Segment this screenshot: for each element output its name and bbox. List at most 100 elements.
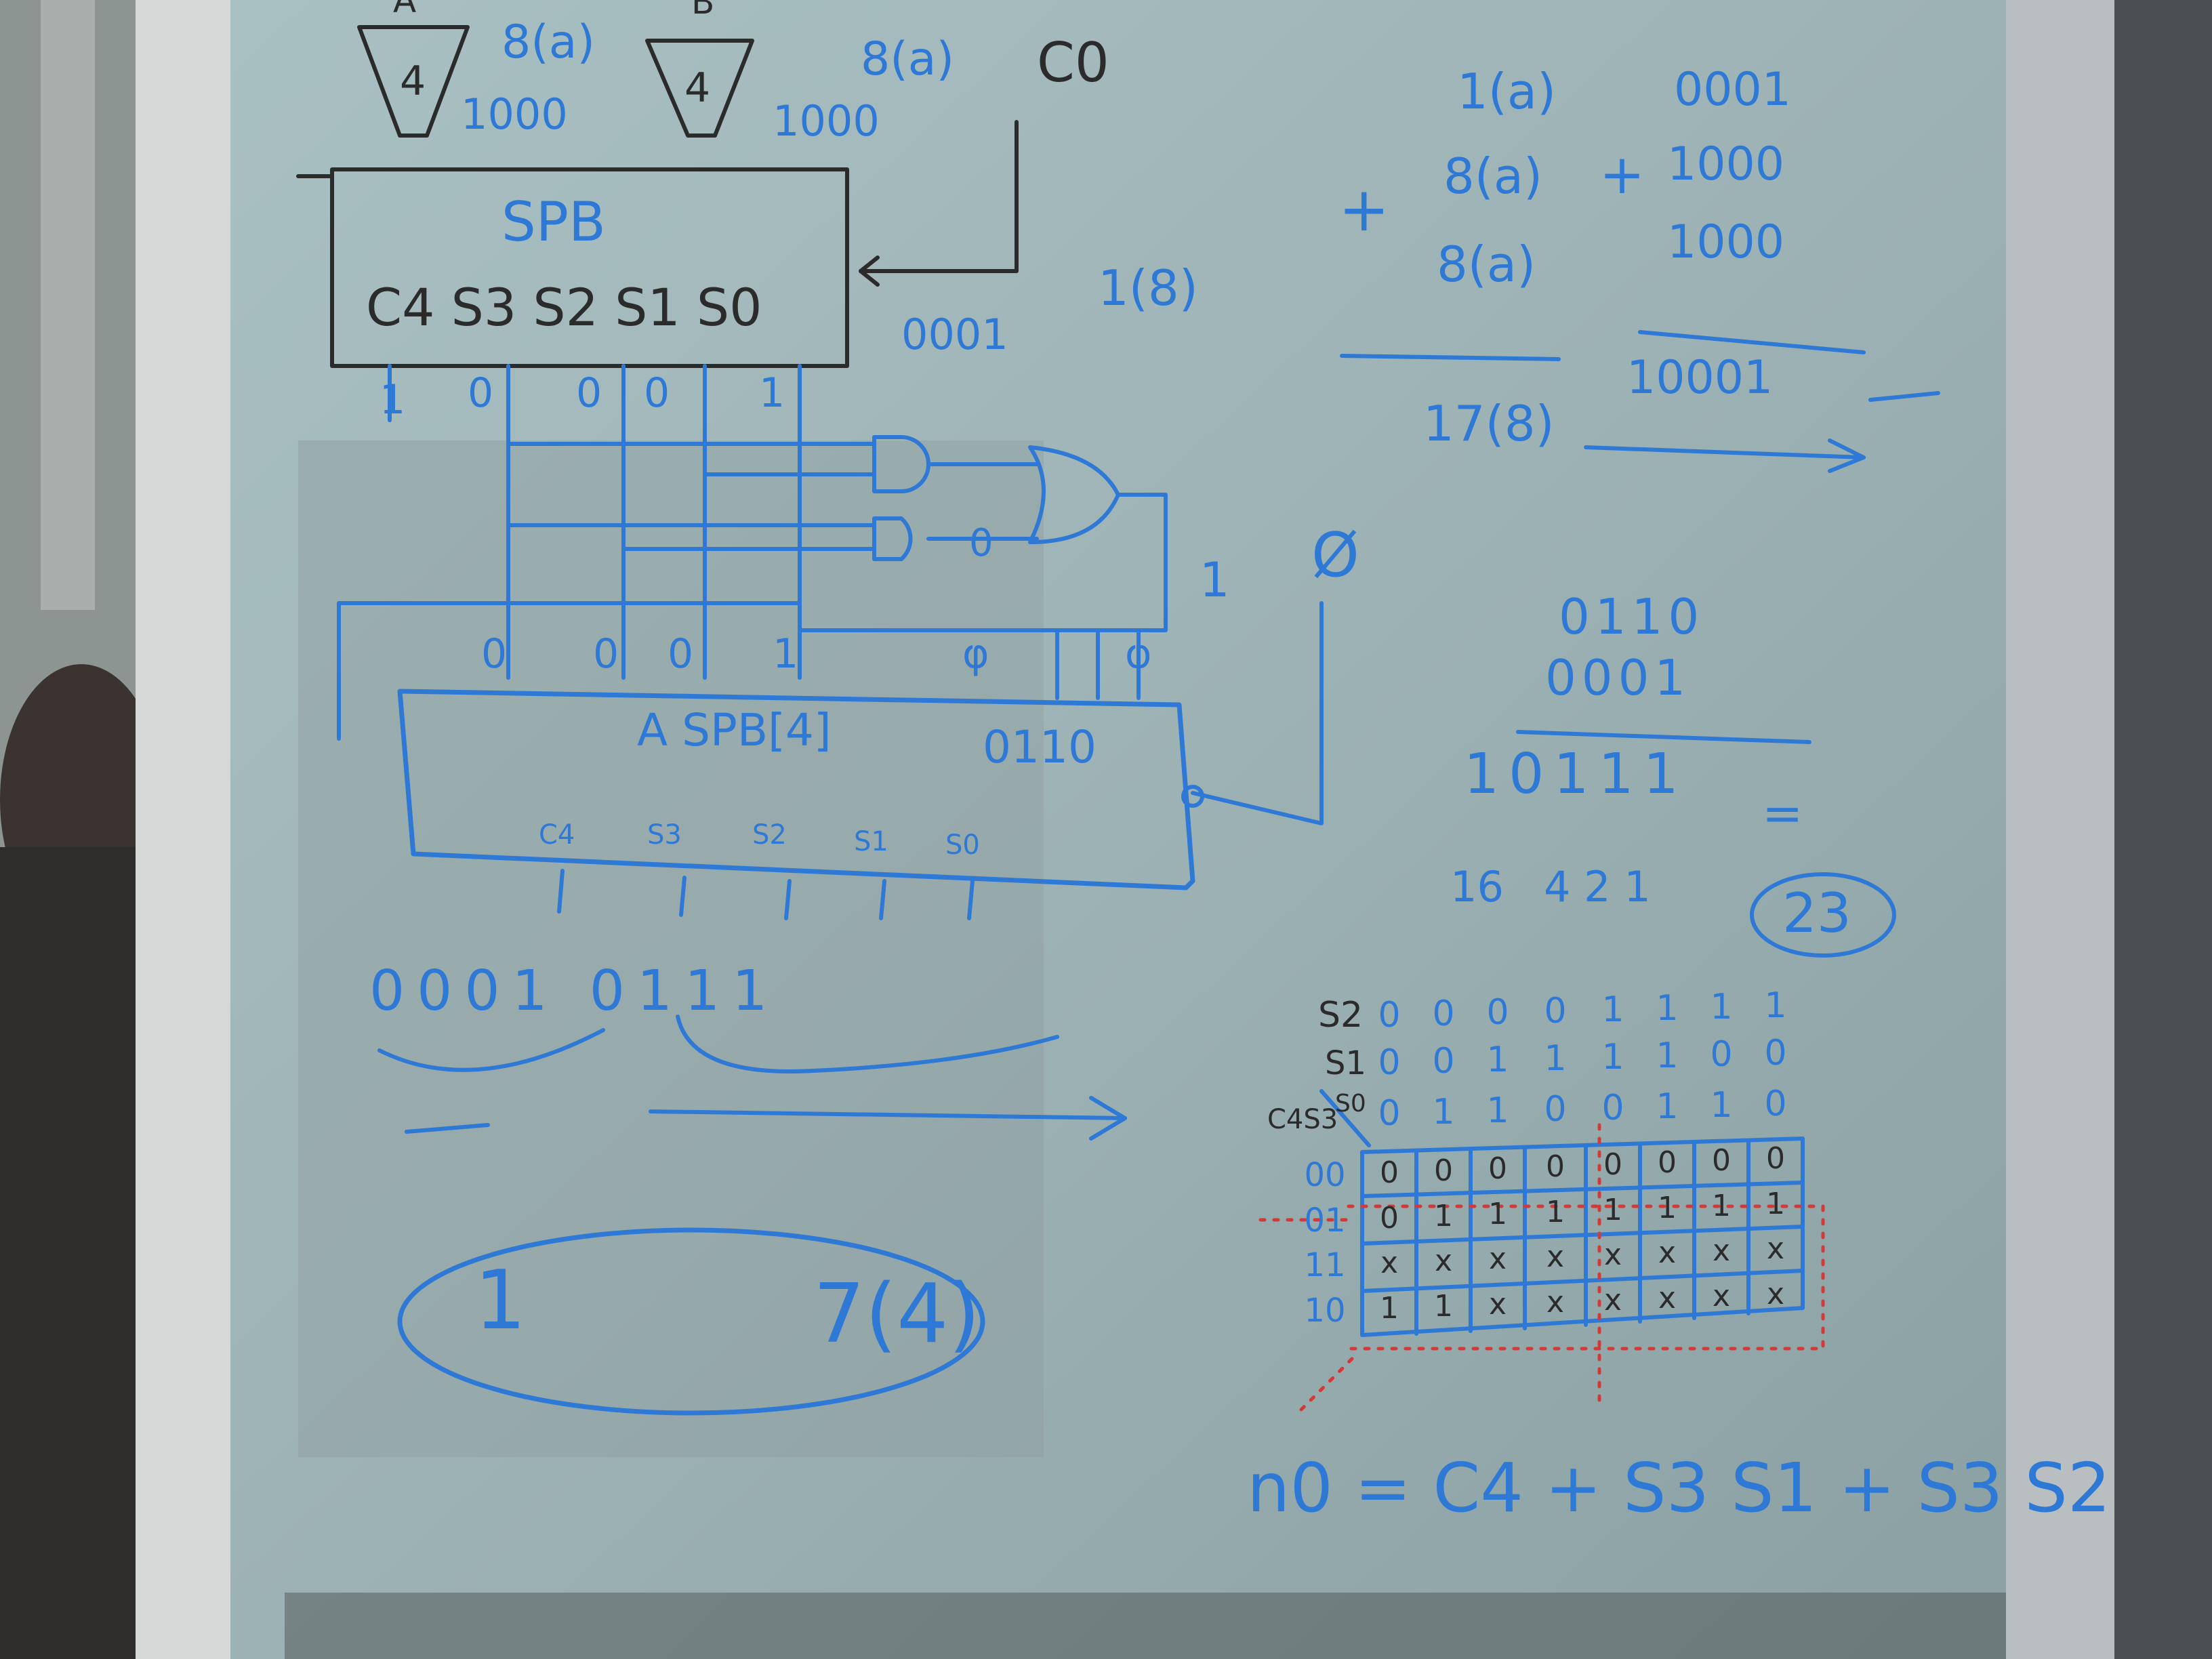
adder1-side-bits: 0001 [901, 310, 1008, 359]
kmap-cell: x [1380, 1246, 1398, 1280]
bcd-row1: 0110 [1559, 588, 1704, 645]
addition-plus-2: + [1599, 143, 1645, 206]
phi-left: φ [962, 630, 989, 678]
bcd-underline [1516, 730, 1811, 744]
kmap-cell: x [1767, 1277, 1784, 1311]
kmap-header-bit: 0 [1378, 995, 1400, 1036]
kmap-cell: 1 [1603, 1193, 1622, 1227]
adder-box-2 [397, 689, 1195, 890]
kmap-header-bit: 1 [1656, 1036, 1678, 1076]
kmap-grid [1319, 1089, 1805, 1337]
kmap-cell: 1 [1434, 1199, 1453, 1233]
bcd-weights: 16 4 2 1 [1450, 862, 1651, 912]
kmap-header-bit: 0 [1486, 992, 1509, 1033]
kmap-cell: x [1767, 1231, 1784, 1266]
frame-right [2006, 0, 2114, 1659]
adder2-out-s1: S1 [854, 826, 888, 857]
kmap-cell: x [1713, 1233, 1730, 1268]
addition-sum-left: 17(8) [1423, 395, 1555, 452]
adder2-out-c4: C4 [539, 819, 575, 851]
kmap-groupings [1258, 1123, 1825, 1412]
kmap-header-bit: 0 [1601, 1088, 1624, 1128]
phi-right: φ [1125, 630, 1152, 678]
kmap-cell: 0 [1488, 1151, 1507, 1186]
addition-col2-row1: 0001 [1674, 63, 1791, 117]
adder-box-1 [330, 167, 849, 368]
gate-out-1: 1 [1200, 552, 1230, 608]
kmap-cell: 1 [1546, 1195, 1565, 1229]
adder1-side-value: 1(8) [1098, 260, 1198, 316]
addition-plus-1: + [1338, 174, 1389, 245]
kmap-header-bit: 1 [1486, 1040, 1509, 1080]
adder1-title: SPB [501, 190, 606, 253]
frame-left [136, 0, 237, 1659]
adder2-out-s3: S3 [647, 819, 682, 851]
kmap-header-bit: 1 [1656, 1086, 1678, 1127]
carry-in-bubble [1181, 785, 1204, 808]
kmap-cell: x [1435, 1244, 1452, 1278]
addition-col2-row3: 1000 [1667, 216, 1784, 269]
kmap-cell: x [1547, 1285, 1564, 1319]
bcd-result: 10111 [1464, 742, 1688, 806]
bus-bit-1: 0 [593, 630, 619, 678]
kmap-row-label: 11 [1304, 1246, 1345, 1284]
adder1-out-bit-s3: 0 [468, 369, 493, 417]
bcd-row2: 0001 [1545, 649, 1691, 706]
kmap-corner-label: C4S3 [1267, 1104, 1338, 1135]
kmap-header-bit: 1 [1710, 1085, 1732, 1126]
bus-bit-0: 0 [481, 630, 507, 678]
kmap-header-bit: 0 [1764, 1084, 1786, 1124]
kmap-row-label: 10 [1304, 1292, 1345, 1330]
window-frame [41, 0, 95, 610]
kmap-header-bit: 1 [1544, 1038, 1566, 1079]
kmap-header-bit: 0 [1710, 1034, 1732, 1075]
kmap-header-bit: 0 [1544, 991, 1566, 1031]
kmap-header-bit: 1 [1710, 987, 1732, 1027]
b-bits: 1000 [773, 96, 880, 146]
kmap-header-bit: 1 [1656, 988, 1678, 1029]
bus-lines [337, 364, 1324, 825]
result-group-right: 7(4) [813, 1267, 980, 1361]
kmap-cell: 1 [1434, 1289, 1453, 1324]
kmap-cell: x [1604, 1283, 1622, 1317]
result-braces [377, 1015, 1127, 1141]
kmap-row-label: 00 [1304, 1156, 1345, 1194]
kmap-cell: 0 [1434, 1153, 1453, 1188]
result-group-left: 1 [474, 1254, 526, 1348]
bus-bit-2: 0 [668, 630, 693, 678]
kmap-cell: 0 [1603, 1147, 1622, 1182]
kmap-cell: 0 [1712, 1143, 1731, 1178]
adder2-output-ticks [557, 869, 975, 920]
kmap-cell: 1 [1766, 1187, 1785, 1221]
kmap-header-bit: 1 [1486, 1090, 1509, 1131]
addition-col1-row1: 1(a) [1457, 63, 1556, 120]
bcd-total: 23 [1782, 882, 1851, 945]
addition-col2-row2: 1000 [1667, 138, 1784, 191]
adder1-out-bit-c4: 1 [380, 376, 405, 424]
right-edge-dark [2114, 0, 2212, 1659]
bcd-equals: = [1762, 785, 1803, 842]
bus-bit-3: 1 [773, 630, 798, 678]
addition-lines [1340, 330, 1940, 473]
kmap-s1-label: S1 [1325, 1044, 1366, 1082]
glass-board [230, 0, 2006, 1659]
input-a-mux [357, 25, 470, 138]
kmap-header-bit: 1 [1764, 985, 1786, 1026]
carry-in-arrowhead [859, 255, 880, 287]
kmap-cell: x [1489, 1242, 1507, 1276]
kmap-s0-label: S0 [1335, 1090, 1366, 1118]
b-value: 8(a) [861, 33, 954, 86]
adder1-out-bit-s1: 0 [644, 369, 670, 417]
kmap-header-bit: 0 [1432, 994, 1454, 1034]
kmap-header-bit: 0 [1544, 1089, 1566, 1130]
result-ellipse [397, 1227, 985, 1416]
mux-a-label: A [393, 0, 416, 20]
adder2-out-s0: S0 [945, 830, 980, 861]
kmap-cell: 1 [1712, 1189, 1731, 1223]
carry-in-label: C0 [1037, 31, 1109, 94]
mux-b-inner: 4 [684, 64, 710, 112]
kmap-cell: 0 [1546, 1149, 1565, 1184]
addition-col1-row2: 8(a) [1443, 148, 1542, 205]
mux-b-label: B [691, 0, 714, 22]
